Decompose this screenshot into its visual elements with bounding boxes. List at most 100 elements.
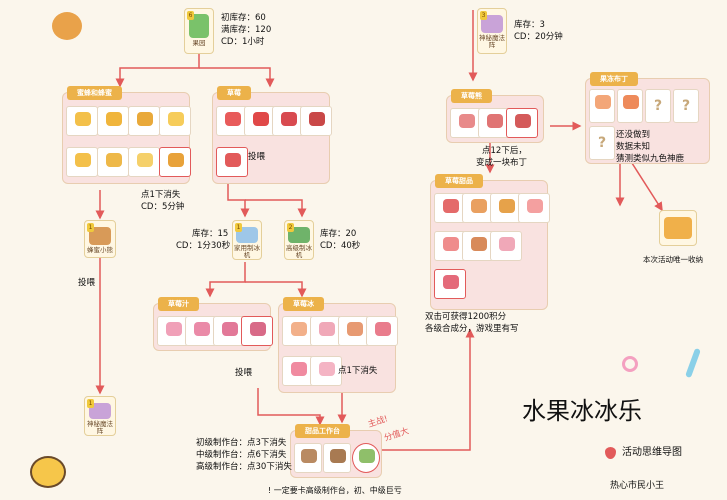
candy-icon	[685, 347, 701, 379]
reward-card[interactable]	[659, 210, 697, 246]
magic-card-bottom[interactable]: 1 神秘魔法阵	[84, 396, 116, 436]
cake-icon	[443, 275, 459, 289]
mousse-icon	[443, 237, 459, 251]
bear-icon	[89, 227, 111, 245]
page-subtitle: 活动思维导图	[622, 447, 682, 458]
panel-title: 果冻布丁	[590, 72, 638, 86]
pudding-item-5[interactable]: ?	[589, 126, 615, 160]
strawberry-icon	[281, 112, 297, 126]
workbench-item-1[interactable]	[294, 443, 322, 473]
pudding-item-4[interactable]: ?	[673, 89, 699, 123]
bee-mascot-icon	[30, 456, 66, 488]
dessert-item-3[interactable]	[490, 193, 522, 223]
ice-item-6[interactable]	[310, 356, 342, 386]
dessert-item-8[interactable]	[434, 269, 466, 299]
panel-title: 蜜蜂和蜂蜜	[67, 86, 122, 100]
level-badge: 1	[87, 223, 94, 232]
berry-item-4[interactable]	[300, 106, 332, 136]
pudding-icon	[595, 95, 611, 109]
juice-item-2[interactable]	[185, 316, 217, 346]
dessert-item-6[interactable]	[462, 231, 494, 261]
juice-panel: 草莓汁	[153, 297, 273, 351]
bear-icon	[459, 114, 475, 128]
panel-title: 甜品工作台	[295, 424, 350, 438]
honey-item-3[interactable]	[128, 106, 160, 136]
unknown-1: 还没做到	[616, 130, 651, 140]
unknown-2: 数据未知	[616, 142, 651, 152]
magic-icon	[89, 403, 111, 419]
juice-icon	[166, 322, 182, 336]
ice-item-5[interactable]	[282, 356, 314, 386]
workbench-icon	[301, 449, 317, 463]
reward-label: 本次活动唯一收纳	[643, 255, 703, 264]
points-2: 各级合成分，游戏里有写	[425, 324, 519, 334]
pie-icon	[471, 237, 487, 251]
magic-card-top[interactable]: 3 神秘魔法阵	[477, 8, 507, 54]
juice-item-4[interactable]	[241, 316, 273, 346]
juice-icon	[222, 322, 238, 336]
berry-item-5[interactable]	[216, 147, 248, 177]
workbench-cost-3: 高级制作台：点30下消失	[196, 462, 292, 472]
level-badge: 2	[287, 223, 294, 232]
ice-cream-icon	[319, 322, 335, 336]
orchard-info-3: CD：1小时	[221, 37, 265, 47]
honey-item-1[interactable]	[66, 106, 98, 136]
ice-item-2[interactable]	[310, 316, 342, 346]
honey-item-7[interactable]	[128, 147, 160, 177]
sundae-icon	[375, 322, 391, 336]
pudding-panel: 果冻布丁 ? ? ?	[585, 72, 710, 164]
home-ice-machine-card[interactable]: 1 家用制冰机	[232, 220, 262, 260]
after12-2: 变成一块布丁	[476, 158, 528, 168]
ice-item-1[interactable]	[282, 316, 314, 346]
honey-panel: 蜜蜂和蜂蜜	[62, 86, 191, 184]
bear-icon	[515, 114, 531, 128]
dessert-item-1[interactable]	[434, 193, 466, 223]
points-1: 双击可获得1200积分	[425, 312, 507, 322]
ice-item-4[interactable]	[366, 316, 398, 346]
workbench-icon	[359, 449, 375, 463]
magic-info-2: CD：20分钟	[514, 32, 563, 42]
workbench-item-3[interactable]	[352, 443, 380, 473]
strawberry-icon	[225, 153, 241, 167]
honey-icon	[75, 112, 91, 126]
berry-bear-item-3[interactable]	[506, 108, 538, 138]
ice-cost: 点1下消失	[338, 366, 378, 376]
panel-title: 草莓冰	[283, 297, 324, 311]
level-badge: 1	[235, 223, 242, 232]
popsicle-icon	[291, 322, 307, 336]
pudding-item-2[interactable]	[617, 89, 643, 123]
dessert-item-7[interactable]	[490, 231, 522, 261]
ice-item-3[interactable]	[338, 316, 370, 346]
honey-item-2[interactable]	[97, 106, 129, 136]
berry-item-3[interactable]	[272, 106, 304, 136]
cone-icon	[347, 322, 363, 336]
jam-icon	[443, 199, 459, 213]
dessert-item-5[interactable]	[434, 231, 466, 261]
juice-icon	[250, 322, 266, 336]
card-label: 家用制冰机	[234, 244, 260, 259]
berry-panel: 草莓	[212, 86, 332, 184]
honey-item-6[interactable]	[97, 147, 129, 177]
orchard-card[interactable]: 6 果园	[184, 8, 214, 54]
juice-item-3[interactable]	[213, 316, 245, 346]
stamp-2: 分值大	[382, 426, 411, 444]
pudding-item-1[interactable]	[589, 89, 615, 123]
feed-label-1: 投喂	[248, 152, 266, 162]
ice-left-info-2: CD：1分30秒	[176, 241, 231, 251]
strawberry-icon	[253, 112, 269, 126]
footnote: ! 一定要卡高级制作台，初、中级巨亏	[268, 486, 402, 495]
honey-item-5[interactable]	[66, 147, 98, 177]
berry-bear-item-2[interactable]	[478, 108, 510, 138]
pro-ice-machine-card[interactable]: 2 高级制冰机	[284, 220, 314, 260]
dessert-item-2[interactable]	[462, 193, 494, 223]
smoothie-icon	[291, 362, 307, 376]
dessert-item-4[interactable]	[518, 193, 550, 223]
berry-bear-panel: 草莓熊	[446, 89, 544, 143]
honey-icon	[137, 112, 153, 126]
honey-item-8[interactable]	[159, 147, 191, 177]
stamp-1: 主战!	[366, 414, 390, 430]
pudding-item-3[interactable]: ?	[645, 89, 671, 123]
honey-bear-card[interactable]: 1 蜂蜜小熊	[84, 220, 116, 258]
honey-item-4[interactable]	[159, 106, 191, 136]
workbench-item-2[interactable]	[323, 443, 351, 473]
